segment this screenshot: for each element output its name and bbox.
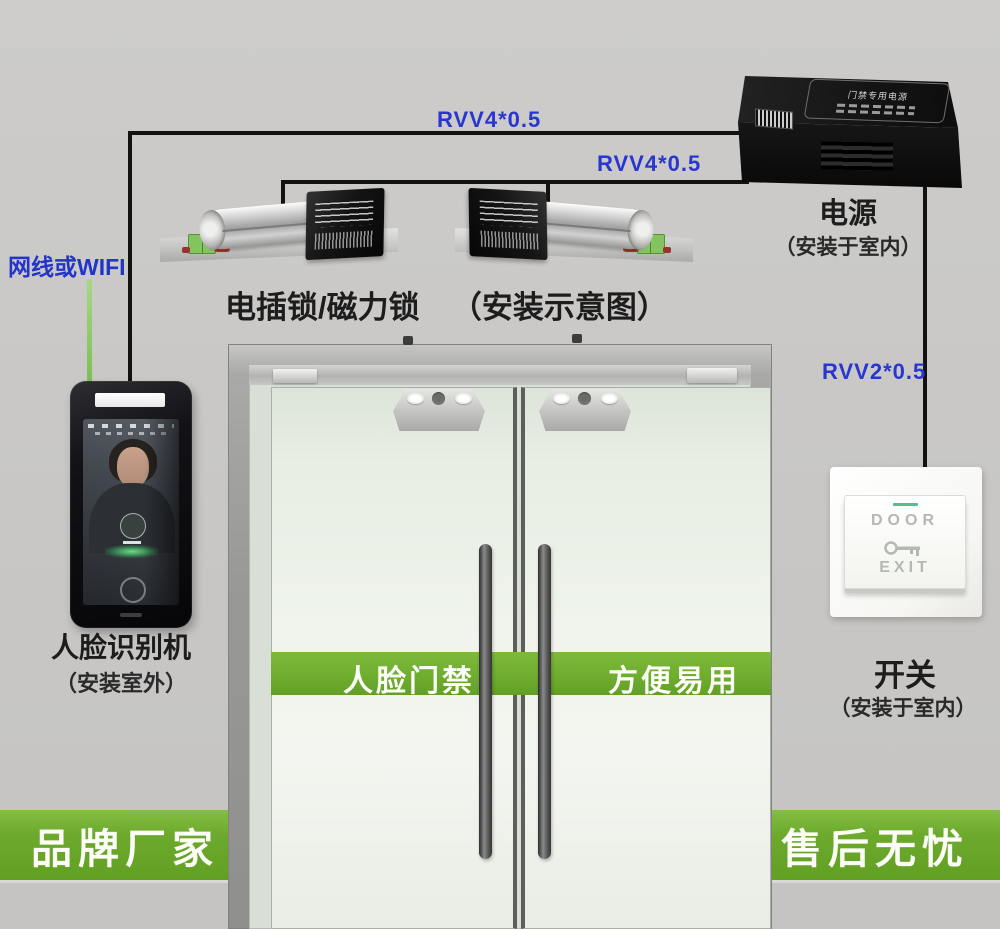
bolt-lock-right bbox=[450, 187, 695, 273]
lock-solenoid-box bbox=[468, 187, 548, 261]
door-top-patch-right bbox=[687, 368, 737, 383]
cable-mid-drop-left-lock bbox=[281, 180, 285, 212]
cable-top-horizontal bbox=[128, 131, 747, 135]
network-label: 网线或WIFI bbox=[8, 254, 126, 280]
cable-right-label: RVV2*0.5 bbox=[822, 359, 927, 384]
pivot-hinge bbox=[403, 336, 413, 345]
cable-mid-drop-right-lock bbox=[546, 180, 550, 212]
banner-right-text: 售后无忧 bbox=[781, 826, 969, 872]
locks-subtitle: （安装示意图） bbox=[450, 290, 668, 325]
banner-right: 售后无忧 bbox=[750, 810, 1000, 880]
locks-caption: 电插锁/磁力锁 （安装示意图） bbox=[225, 282, 668, 327]
screen-reflection bbox=[144, 419, 179, 605]
door-handle-left[interactable] bbox=[479, 544, 492, 859]
strike-cap bbox=[601, 393, 618, 404]
face-reader-title: 人脸识别机 bbox=[50, 632, 191, 663]
door-band-left-text: 人脸门禁 bbox=[343, 665, 475, 698]
vent-grille bbox=[821, 141, 893, 171]
lock-spec-code bbox=[480, 230, 539, 250]
power-supply-location: （安装于室内） bbox=[774, 236, 922, 259]
reader-screen[interactable] bbox=[83, 419, 179, 605]
network-line bbox=[87, 279, 92, 382]
door-handle-right[interactable] bbox=[538, 544, 551, 859]
avatar bbox=[120, 513, 146, 539]
exit-switch-title: 开关 bbox=[874, 658, 936, 693]
cable-top-vertical-to-reader bbox=[128, 131, 132, 383]
double-glass-door: 人脸门禁 方便易用 bbox=[228, 344, 772, 929]
exit-button[interactable]: DOOR EXIT bbox=[844, 495, 966, 589]
camera-strip bbox=[95, 393, 165, 407]
power-supply-unit: 门禁专用电源 bbox=[733, 70, 965, 188]
device-logo bbox=[120, 613, 142, 617]
strike-hole bbox=[578, 392, 591, 405]
face-recognition-reader bbox=[70, 381, 192, 628]
door-header-rail bbox=[249, 365, 751, 385]
door-green-band: 人脸门禁 方便易用 bbox=[271, 652, 771, 698]
exit-button-door-text: DOOR bbox=[871, 512, 939, 529]
lock-strike-box-left bbox=[393, 389, 485, 431]
bolt-lock-left bbox=[158, 187, 403, 273]
face-reader-location: （安装室外） bbox=[54, 671, 187, 696]
cable-right-vertical-to-switch bbox=[923, 183, 927, 468]
door-top-patch-left bbox=[273, 369, 317, 383]
strike-cap bbox=[407, 393, 424, 404]
banner-left-text: 品牌厂家 bbox=[31, 826, 219, 872]
power-supply-title: 电源 bbox=[818, 198, 877, 230]
strike-cap bbox=[553, 393, 570, 404]
lock-red-wire bbox=[663, 247, 671, 253]
cable-top-label: RVV4*0.5 bbox=[437, 107, 542, 132]
lock-spec-code bbox=[314, 230, 373, 250]
door-opening: 人脸门禁 方便易用 bbox=[249, 365, 771, 929]
screen-info-bar bbox=[95, 432, 167, 435]
pivot-hinge bbox=[572, 334, 582, 343]
locks-title: 电插锁/磁力锁 bbox=[225, 290, 420, 325]
countdown-ring bbox=[120, 577, 146, 603]
lock-spec-label bbox=[315, 200, 374, 228]
label-text-line bbox=[835, 109, 915, 115]
lock-red-wire bbox=[182, 247, 190, 253]
power-supply-label-plate: 门禁专用电源 bbox=[803, 78, 951, 124]
recognized-name-text bbox=[123, 541, 141, 544]
exit-led-indicator bbox=[893, 503, 918, 506]
lock-solenoid-box bbox=[305, 187, 385, 261]
banner-left: 品牌厂家 bbox=[0, 810, 250, 880]
screen-status-bar bbox=[88, 424, 174, 428]
strike-cap bbox=[455, 393, 472, 404]
exit-switch-location: （安装于室内） bbox=[829, 697, 977, 720]
cable-mid-label: RVV4*0.5 bbox=[597, 151, 702, 176]
lock-spec-label bbox=[479, 200, 538, 228]
lock-strike-box-right bbox=[539, 389, 631, 431]
key-icon bbox=[884, 541, 920, 556]
power-supply-label-text: 门禁专用电源 bbox=[847, 89, 909, 102]
strike-hole bbox=[432, 392, 445, 405]
door-band-right-text: 方便易用 bbox=[608, 665, 740, 698]
label-text-line bbox=[836, 103, 916, 109]
exit-switch-plate: DOOR EXIT bbox=[830, 467, 982, 617]
barcode-patch bbox=[755, 108, 793, 130]
person-face bbox=[117, 447, 149, 487]
exit-button-exit-text: EXIT bbox=[879, 559, 931, 576]
cable-mid-horizontal bbox=[281, 180, 749, 184]
